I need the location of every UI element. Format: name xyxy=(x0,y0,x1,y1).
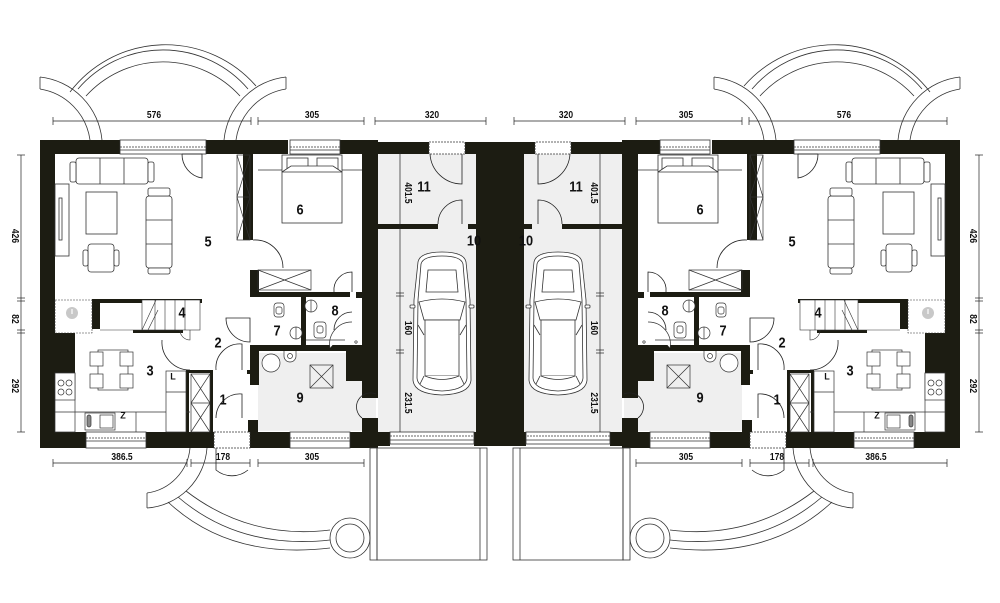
room-3-label: 3 xyxy=(846,362,854,380)
dim-garage-160: 160 xyxy=(588,320,599,336)
room-5-label: 5 xyxy=(204,233,212,251)
dim-side-426: 426 xyxy=(9,228,20,244)
room-4-label: 4 xyxy=(178,304,186,322)
dim-bottom-kitchen: 386.5 xyxy=(865,452,887,463)
dim-bottom-entry: 178 xyxy=(769,452,785,463)
dim-garage-231-5: 231.5 xyxy=(402,392,413,414)
room-7-label: 7 xyxy=(273,322,281,340)
room-6-label: 6 xyxy=(296,201,304,219)
room-1-label: 1 xyxy=(773,391,781,409)
room-2-label: 2 xyxy=(778,334,786,352)
dim-side-292: 292 xyxy=(967,378,978,394)
dim-side-292: 292 xyxy=(9,378,20,394)
dim-top-bedroom: 305 xyxy=(304,110,320,121)
dim-top-living: 576 xyxy=(836,110,852,121)
dim-garage-160: 160 xyxy=(402,320,413,336)
dim-bottom-bath: 305 xyxy=(304,452,320,463)
sink-label: Z xyxy=(874,410,880,421)
room-5-label: 5 xyxy=(788,233,796,251)
room-7-label: 7 xyxy=(719,322,727,340)
room-8-label: 8 xyxy=(661,302,669,320)
right-unit xyxy=(499,44,984,561)
dim-bottom-bath: 305 xyxy=(678,452,694,463)
dim-top-bedroom: 305 xyxy=(678,110,694,121)
dim-side-82: 82 xyxy=(967,314,978,324)
room-10-label: 10 xyxy=(518,232,534,250)
dim-top-living: 576 xyxy=(146,110,162,121)
room-9-label: 9 xyxy=(696,389,704,407)
room-10-label: 10 xyxy=(466,232,482,250)
room-11-label: 11 xyxy=(417,178,431,196)
fridge-label: L xyxy=(170,371,176,382)
dim-garage-401-5: 401.5 xyxy=(402,182,413,204)
dim-bottom-entry: 178 xyxy=(215,452,231,463)
room-8-label: 8 xyxy=(331,302,339,320)
sink-label: Z xyxy=(120,410,126,421)
dim-garage-401-5: 401.5 xyxy=(588,182,599,204)
room-2-label: 2 xyxy=(214,334,222,352)
room-4-label: 4 xyxy=(814,304,822,322)
dim-bottom-kitchen: 386.5 xyxy=(111,452,133,463)
room-9-label: 9 xyxy=(296,389,304,407)
dim-side-82: 82 xyxy=(9,314,20,324)
room-3-label: 3 xyxy=(146,362,154,380)
left-unit xyxy=(16,44,501,561)
room-6-label: 6 xyxy=(696,201,704,219)
dim-top-garage: 320 xyxy=(558,110,574,121)
room-1-label: 1 xyxy=(219,391,227,409)
dim-side-426: 426 xyxy=(967,228,978,244)
room-11-label: 11 xyxy=(569,178,583,196)
dim-garage-231-5: 231.5 xyxy=(588,392,599,414)
fridge-label: L xyxy=(824,371,830,382)
dim-top-garage: 320 xyxy=(424,110,440,121)
